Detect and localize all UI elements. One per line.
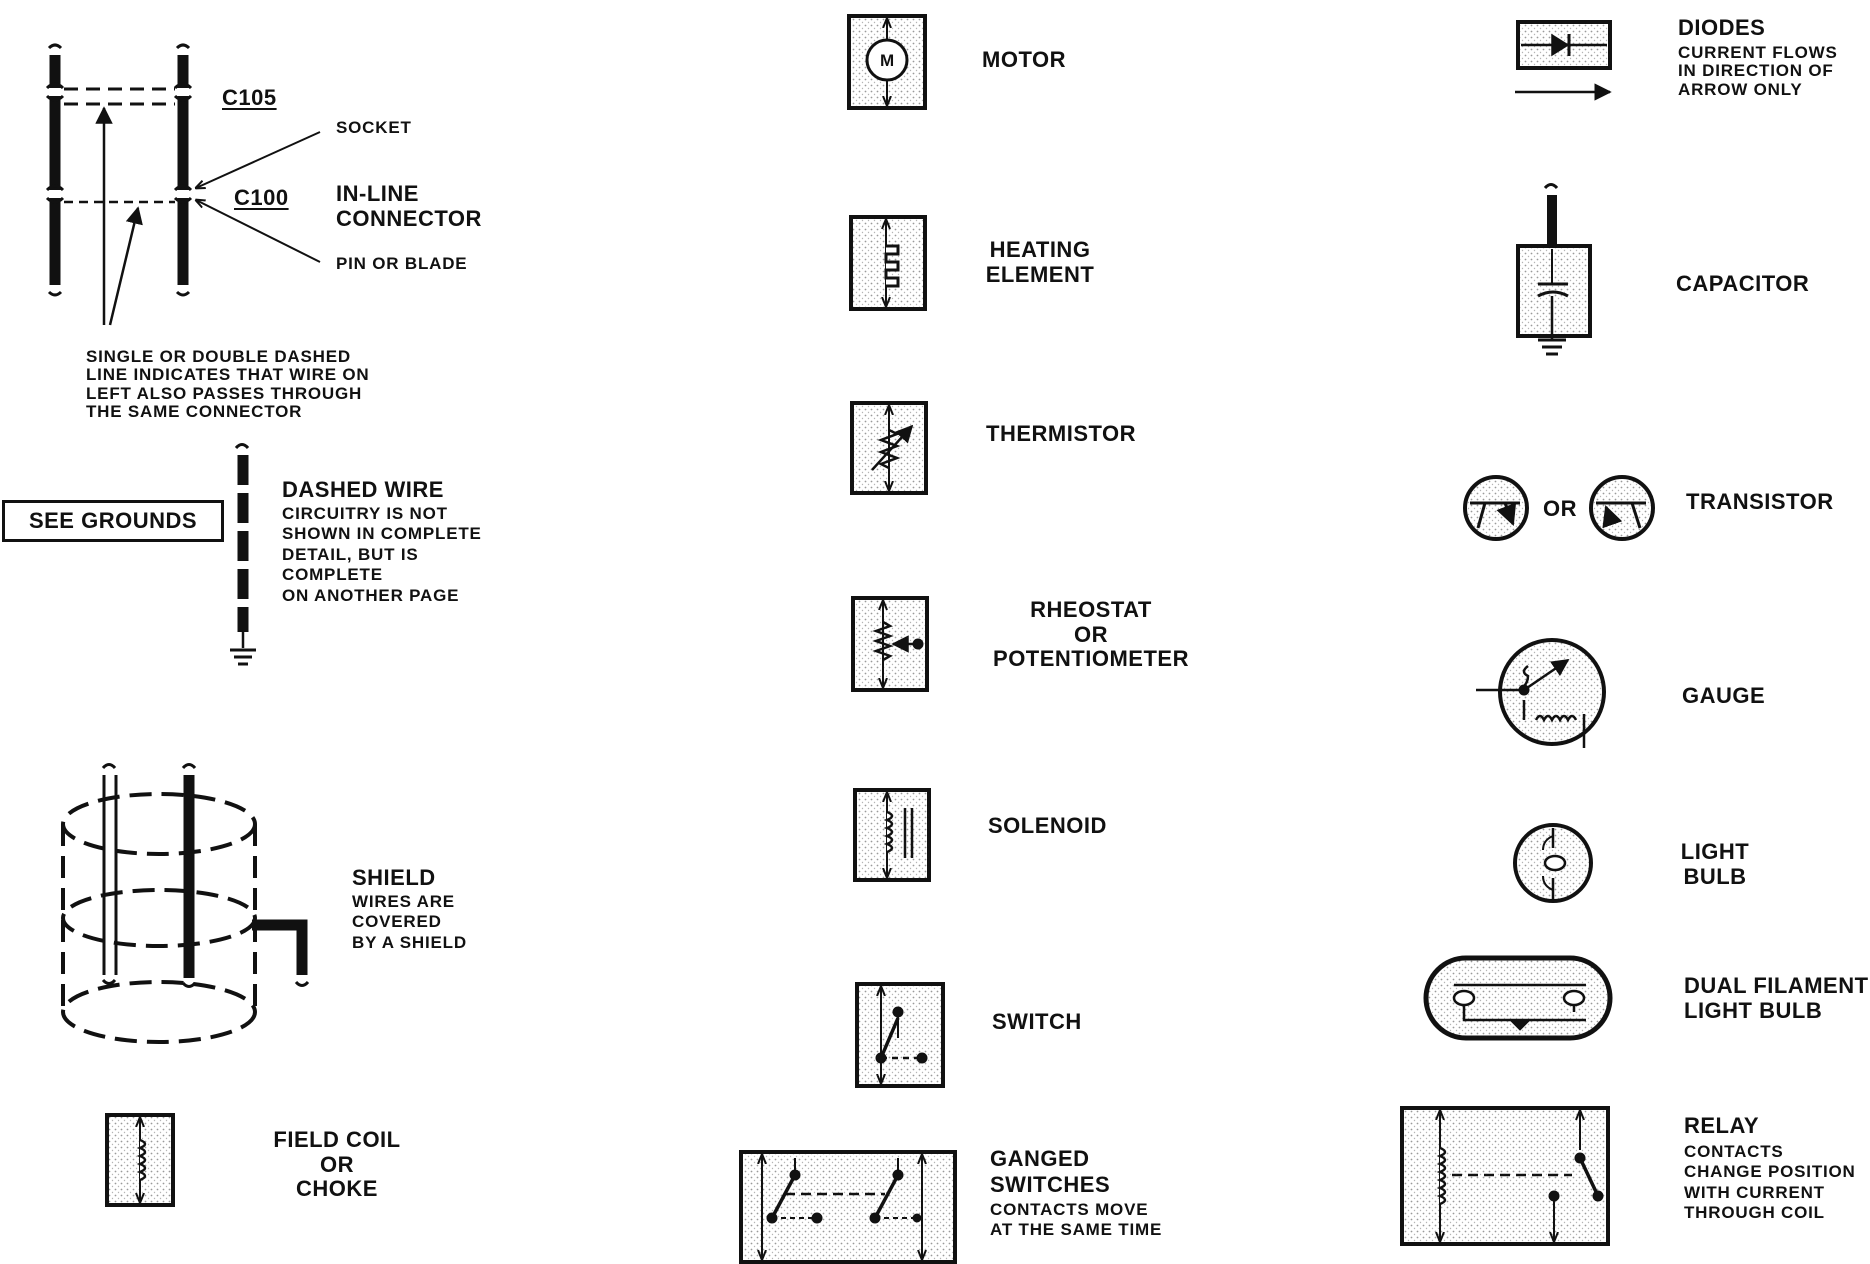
shield-desc: WIRES ARE COVERED BY A SHIELD <box>352 892 467 952</box>
pin-blade-label: PIN OR BLADE <box>336 254 468 273</box>
c105-label: C105 <box>222 85 277 110</box>
shield-symbol <box>61 763 310 1044</box>
capacitor-label: CAPACITOR <box>1676 271 1810 296</box>
field-coil-symbol <box>105 1113 175 1207</box>
dashed-wire-title: DASHED WIRE <box>282 477 444 502</box>
heating-element-symbol <box>849 215 927 311</box>
ganged-switches-symbol <box>739 1150 957 1264</box>
ganged-switches-desc: CONTACTS MOVE AT THE SAME TIME <box>990 1200 1163 1240</box>
dashed-wire-symbol <box>230 443 256 666</box>
dual-filament-label: DUAL FILAMENT LIGHT BULB <box>1684 973 1869 1023</box>
light-bulb-symbol <box>1513 823 1593 903</box>
inline-connector-symbol <box>45 43 321 326</box>
c100-label: C100 <box>234 185 289 210</box>
transistor-label: TRANSISTOR <box>1686 489 1834 514</box>
motor-label: MOTOR <box>982 47 1066 72</box>
light-bulb-label: LIGHT BULB <box>1680 839 1750 889</box>
see-grounds-box: SEE GROUNDS <box>2 500 224 542</box>
solenoid-symbol <box>853 788 931 882</box>
relay-title: RELAY <box>1684 1113 1760 1138</box>
socket-label: SOCKET <box>336 118 412 137</box>
rheostat-label: RHEOSTAT OR POTENTIOMETER <box>993 597 1189 672</box>
transistor-symbol <box>1463 475 1655 541</box>
solenoid-label: SOLENOID <box>988 813 1107 838</box>
heating-element-label: HEATING ELEMENT <box>985 237 1095 287</box>
gauge-label: GAUGE <box>1682 683 1766 708</box>
thermistor-symbol <box>850 401 928 495</box>
ganged-switches-title: GANGED SWITCHES <box>990 1146 1111 1198</box>
capacitor-symbol <box>1516 183 1592 356</box>
rheostat-symbol <box>851 596 929 692</box>
shield-title: SHIELD <box>352 865 436 890</box>
inline-connector-label: IN-LINE CONNECTOR <box>336 181 482 231</box>
diode-symbol <box>1515 20 1612 101</box>
relay-desc: CONTACTS CHANGE POSITION WITH CURRENT TH… <box>1684 1142 1856 1223</box>
diodes-title: DIODES <box>1678 15 1766 40</box>
thermistor-label: THERMISTOR <box>986 421 1137 446</box>
diodes-desc: CURRENT FLOWS IN DIRECTION OF ARROW ONLY <box>1678 43 1838 99</box>
motor-glyph: M <box>880 51 895 70</box>
switch-symbol <box>855 982 945 1088</box>
dashed-wire-desc: CIRCUITRY IS NOT SHOWN IN COMPLETE DETAI… <box>282 504 482 605</box>
motor-symbol <box>847 14 927 110</box>
connector-note: SINGLE OR DOUBLE DASHED LINE INDICATES T… <box>86 347 370 422</box>
relay-symbol <box>1400 1106 1610 1246</box>
see-grounds-label: SEE GROUNDS <box>28 507 198 533</box>
switch-label: SWITCH <box>992 1009 1082 1034</box>
field-coil-label: FIELD COIL OR CHOKE <box>273 1127 401 1202</box>
gauge-symbol <box>1476 638 1606 748</box>
dual-filament-bulb-symbol <box>1423 955 1613 1041</box>
transistor-or-label: OR <box>1543 496 1577 521</box>
